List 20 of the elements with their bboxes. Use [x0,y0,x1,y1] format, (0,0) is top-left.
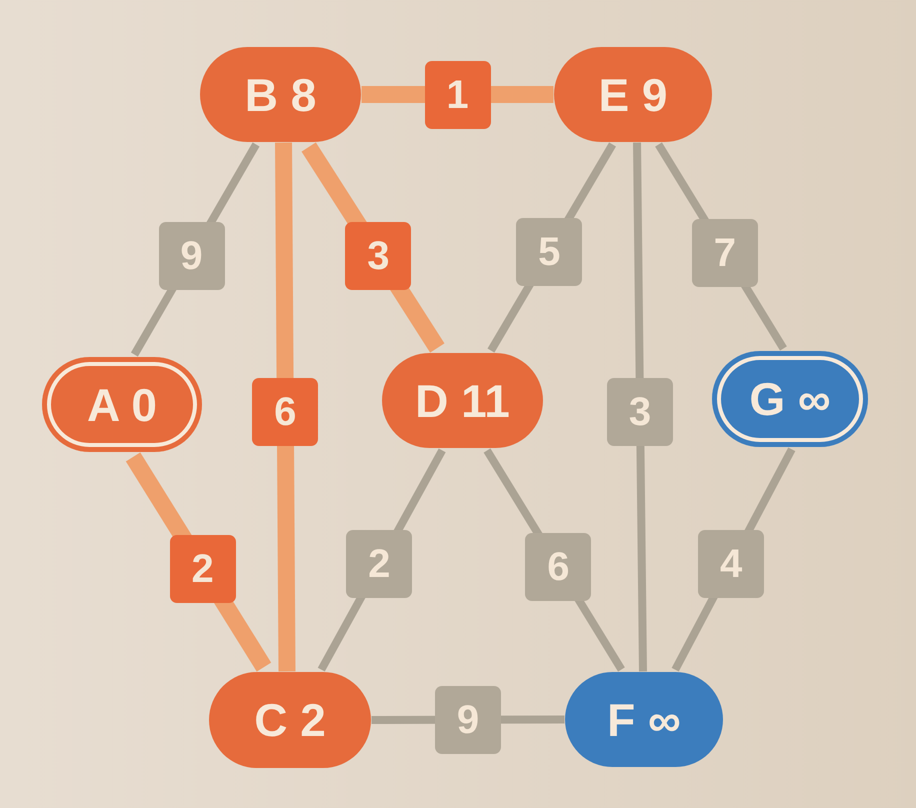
edge-label: 9 [158,222,224,290]
edge-label: 9 [435,686,501,754]
edge-label: 3 [345,222,412,290]
node-label: D 11 [415,378,510,424]
edge-label: 2 [346,530,412,598]
node-label: F ∞ [607,696,681,742]
edge-label: 6 [525,532,592,601]
node-label: B 8 [244,72,316,118]
node-label: C 2 [254,697,326,743]
node-label: G ∞ [749,376,831,422]
edge-label: 6 [252,378,318,446]
edge-label: 4 [698,530,764,598]
node-label: A 0 [87,382,157,428]
edge-label: 3 [607,378,674,446]
edge-label: 2 [170,534,236,603]
edge-label: 5 [516,218,582,286]
edge-line [633,142,647,672]
edge-label: 1 [424,60,490,128]
node-label: E 9 [598,72,668,118]
edge-label: 7 [692,218,758,287]
